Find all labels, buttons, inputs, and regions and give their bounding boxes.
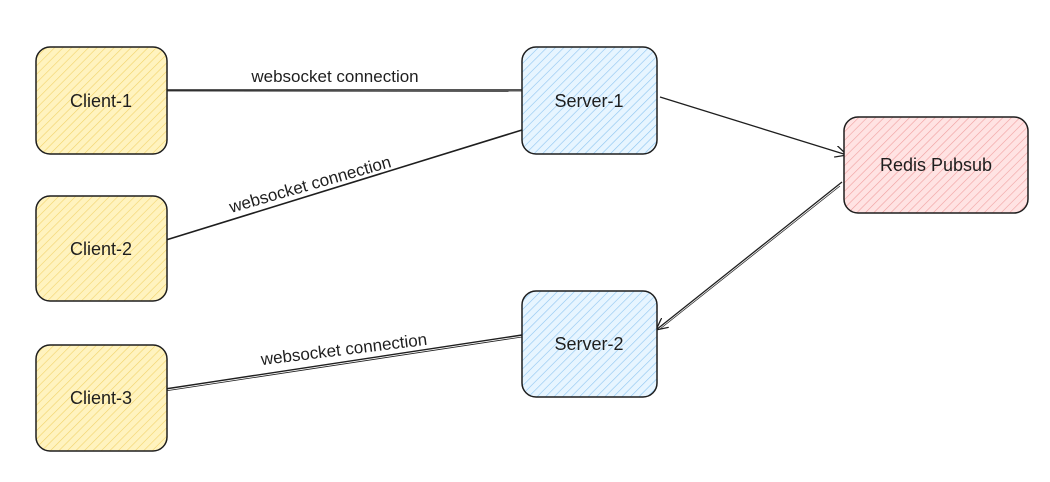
node-client-3[interactable]: Client-3 bbox=[35, 344, 168, 452]
node-client-3-label: Client-3 bbox=[70, 388, 132, 408]
edge-label-client1-server1: websocket connection bbox=[250, 67, 418, 86]
node-client-1-label: Client-1 bbox=[70, 91, 132, 111]
edge-client3-server2 bbox=[164, 334, 523, 392]
arrow-server1-redis bbox=[659, 96, 847, 155]
node-server-1[interactable]: Server-1 bbox=[521, 46, 658, 155]
edge-label-client2-server1: websocket connection bbox=[226, 152, 393, 217]
arrow-redis-server2 bbox=[656, 181, 843, 330]
edge-client1-server1 bbox=[165, 89, 523, 92]
node-client-2-label: Client-2 bbox=[70, 239, 132, 259]
node-server-1-label: Server-1 bbox=[554, 91, 623, 111]
node-client-1[interactable]: Client-1 bbox=[35, 46, 168, 155]
edge-label-client3-server2: websocket connection bbox=[259, 330, 428, 369]
node-server-2[interactable]: Server-2 bbox=[521, 290, 658, 398]
edge-client2-server1 bbox=[165, 129, 523, 241]
node-client-2[interactable]: Client-2 bbox=[35, 195, 168, 302]
node-server-2-label: Server-2 bbox=[554, 334, 623, 354]
node-redis-pubsub-label: Redis Pubsub bbox=[880, 155, 992, 175]
node-redis-pubsub[interactable]: Redis Pubsub bbox=[843, 116, 1029, 214]
